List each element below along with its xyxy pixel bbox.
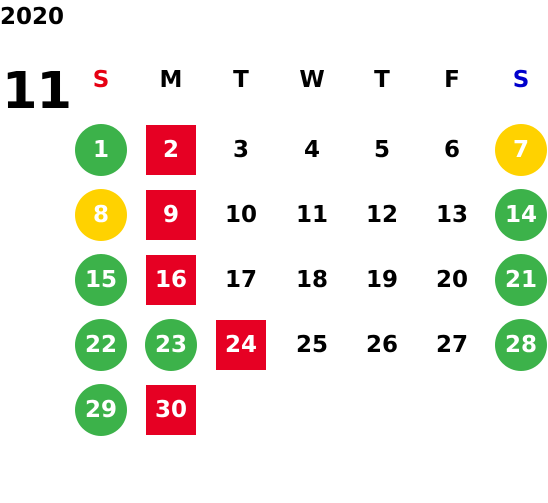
calendar-day: 8	[75, 189, 127, 241]
calendar-day: 25	[295, 332, 328, 358]
weekday-header: T	[374, 67, 390, 93]
calendar-day: 21	[495, 254, 547, 306]
calendar-day: 27	[435, 332, 468, 358]
calendar-day: 29	[75, 384, 127, 436]
weekday-header: W	[299, 67, 325, 93]
calendar-day: 12	[365, 202, 398, 228]
calendar-day: 28	[495, 319, 547, 371]
calendar-day: 14	[495, 189, 547, 241]
calendar-day: 9	[146, 190, 196, 240]
calendar-day: 6	[443, 137, 460, 163]
calendar-day: 20	[435, 267, 468, 293]
weekday-header: S	[92, 67, 110, 93]
weekday-header: T	[233, 67, 249, 93]
calendar-day: 23	[145, 319, 197, 371]
calendar-day: 19	[365, 267, 398, 293]
calendar-day: 7	[495, 124, 547, 176]
calendar-day: 30	[146, 385, 196, 435]
calendar-day: 5	[373, 137, 390, 163]
calendar-day: 15	[75, 254, 127, 306]
weekday-header: S	[512, 67, 530, 93]
calendar-month: 11	[2, 62, 72, 121]
calendar-day: 3	[232, 137, 249, 163]
calendar-day: 13	[435, 202, 468, 228]
calendar-year: 2020	[0, 4, 65, 30]
weekday-header: F	[444, 67, 460, 93]
calendar-day: 10	[224, 202, 257, 228]
calendar-day: 1	[75, 124, 127, 176]
calendar-day: 18	[295, 267, 328, 293]
weekday-header: M	[159, 67, 183, 93]
calendar-day: 26	[365, 332, 398, 358]
calendar-day: 11	[295, 202, 328, 228]
calendar-day: 17	[224, 267, 257, 293]
calendar-day: 22	[75, 319, 127, 371]
calendar-day: 16	[146, 255, 196, 305]
calendar-day: 2	[146, 125, 196, 175]
calendar-day: 24	[216, 320, 266, 370]
calendar-day: 4	[303, 137, 320, 163]
